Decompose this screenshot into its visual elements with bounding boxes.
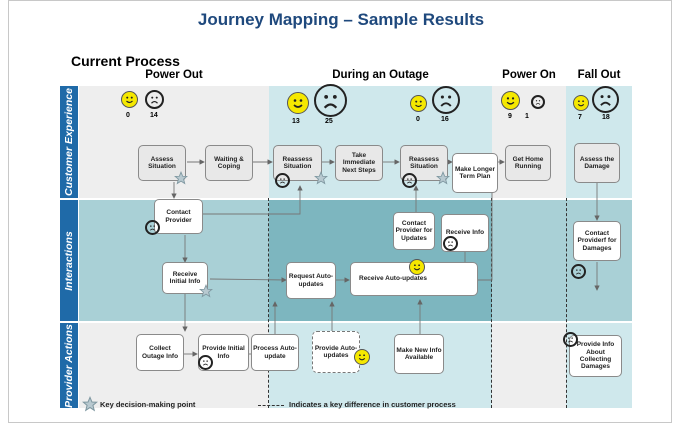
lane-provider-col3 [492,323,566,408]
row-label-provider-actions: Provider Actions [60,323,78,408]
star-icon [436,171,450,185]
box-provide-auto-updates[interactable]: Provide Auto-updates [312,331,360,373]
fall-out-sad-count: 18 [602,114,610,121]
star-icon [199,284,213,298]
phase-fall-out: Fall Out [577,69,621,81]
box-provide-initial-info[interactable]: Provide Initial Info [198,334,249,371]
legend-star-label: Key decision-making point [100,400,196,409]
sad-face-icon [531,95,545,109]
key-difference-line [268,198,269,408]
sad-face-icon [443,236,458,251]
sad-face-icon [432,86,460,114]
outage-a-sad-count: 25 [325,118,333,125]
phase-during-outage: During an Outage [332,69,429,81]
box-make-new-info[interactable]: Make New Info Available [394,334,444,374]
box-take-immediate-steps[interactable]: Take Immediate Next Steps [335,145,383,181]
row-label-customer-experience: Customer Experience [60,86,78,198]
box-longer-term-plan[interactable]: Make Longer Term Plan [452,153,498,193]
sad-face-icon [145,90,164,109]
box-assess-situation[interactable]: Assess Situation [138,145,186,181]
power-on-sad-count: 1 [525,113,529,120]
happy-face-icon [410,95,427,112]
happy-face-icon [354,349,370,365]
box-contact-provider[interactable]: Contact Provider [154,199,203,234]
outage-b-sad-count: 16 [441,116,449,123]
page-title: Journey Mapping – Sample Results [197,10,485,29]
happy-face-icon [409,259,425,275]
box-request-auto-updates[interactable]: Request Auto-updates [286,262,336,299]
star-icon [314,171,328,185]
box-contact-provider-updates[interactable]: Contact Provider for Updates [393,212,435,250]
box-contact-provider-damages[interactable]: Contact Providerf for Damages [573,221,621,261]
phase-power-on: Power On [502,69,556,81]
phase-power-out: Power Out [145,69,203,81]
sad-face-icon [145,220,160,235]
fall-out-happy-count: 7 [578,114,582,121]
sad-face-icon [314,84,347,117]
power-out-happy-count: 0 [126,112,130,119]
happy-face-icon [573,95,589,111]
lane-provider-col2 [269,323,492,408]
sad-face-icon [571,264,586,279]
box-process-auto-update[interactable]: Process Auto-update [251,334,299,371]
power-out-sad-count: 14 [150,112,158,119]
happy-face-icon [501,91,520,110]
legend-dashed-label: Indicates a key difference in customer p… [289,400,456,409]
sad-face-icon [198,355,213,370]
key-difference-line [566,198,567,408]
sad-face-icon [402,173,417,188]
legend-dashed-sample [258,405,284,406]
row-label-interactions: Interactions [60,200,78,321]
box-provide-info-damages[interactable]: Provide Info About Collecting Damages [569,335,622,377]
box-get-home-running[interactable]: Get Home Running [505,145,551,181]
outage-a-happy-count: 13 [292,118,300,125]
happy-face-icon [287,92,309,114]
sad-face-icon [592,86,619,113]
box-receive-initial-info[interactable]: Receive Initial Info [162,262,208,294]
sad-face-icon [563,332,578,347]
star-icon [82,396,98,412]
star-icon [174,171,188,185]
lane-interactions-col3 [492,200,566,321]
happy-face-icon [121,91,138,108]
key-difference-line [491,198,492,408]
box-assess-damage[interactable]: Assess the Damage [574,143,620,183]
section-title: Current Process [71,53,180,69]
box-waiting-coping[interactable]: Waiting & Coping [205,145,253,181]
power-on-happy-count: 9 [508,113,512,120]
sad-face-icon [275,173,290,188]
outage-b-happy-count: 0 [416,116,420,123]
box-collect-outage-info[interactable]: Collect Outage Info [136,334,184,371]
